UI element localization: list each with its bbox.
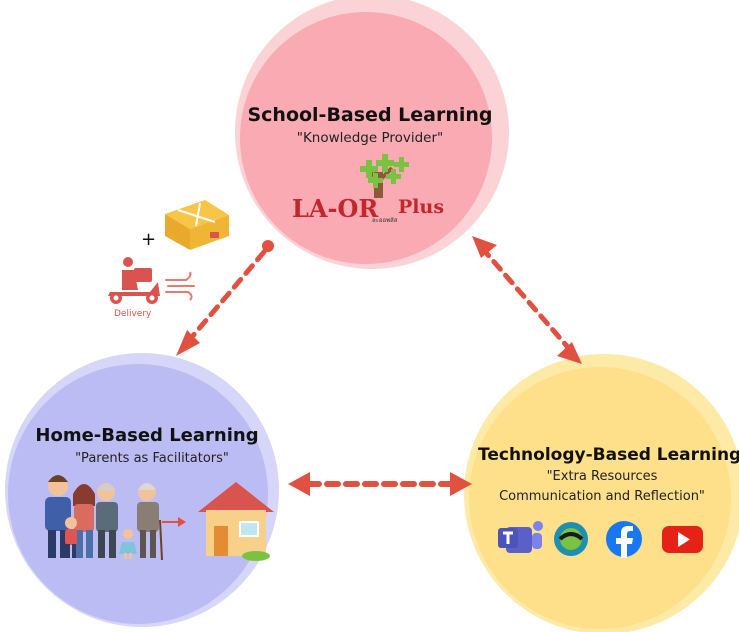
delivery-scooter-icon [108,257,195,304]
la-or-logo-plus: Plus [398,196,445,218]
arrow-school-tech [472,236,582,364]
teams-icon [498,521,543,553]
delivery-label: Delivery [114,309,152,319]
plus-sign: + [141,229,157,250]
package-icon [165,200,229,250]
family-illustration [45,475,186,561]
home-title: Home-Based Learning [35,425,259,446]
home-subtitle: "Parents as Facilitators" [75,451,229,466]
house-illustration [198,482,274,561]
tech-circle [464,354,739,632]
school-circle [235,0,509,269]
app-icon [554,522,588,556]
arrow-school-to-home [176,240,274,356]
tech-title: Technology-Based Learning [478,445,739,465]
tech-subtitle-line2: Communication and Reflection" [499,489,705,504]
la-or-logo-small: ละออพลัส [372,217,398,224]
la-or-tree-logo [360,154,409,198]
school-title: School-Based Learning [247,104,493,126]
tech-subtitle-line1: "Extra Resources [546,469,658,484]
facebook-icon [606,521,642,558]
youtube-icon [662,526,703,553]
la-or-logo-text: LA-OR [292,194,379,223]
school-subtitle: "Knowledge Provider" [296,130,444,146]
arrow-home-tech [288,472,472,496]
